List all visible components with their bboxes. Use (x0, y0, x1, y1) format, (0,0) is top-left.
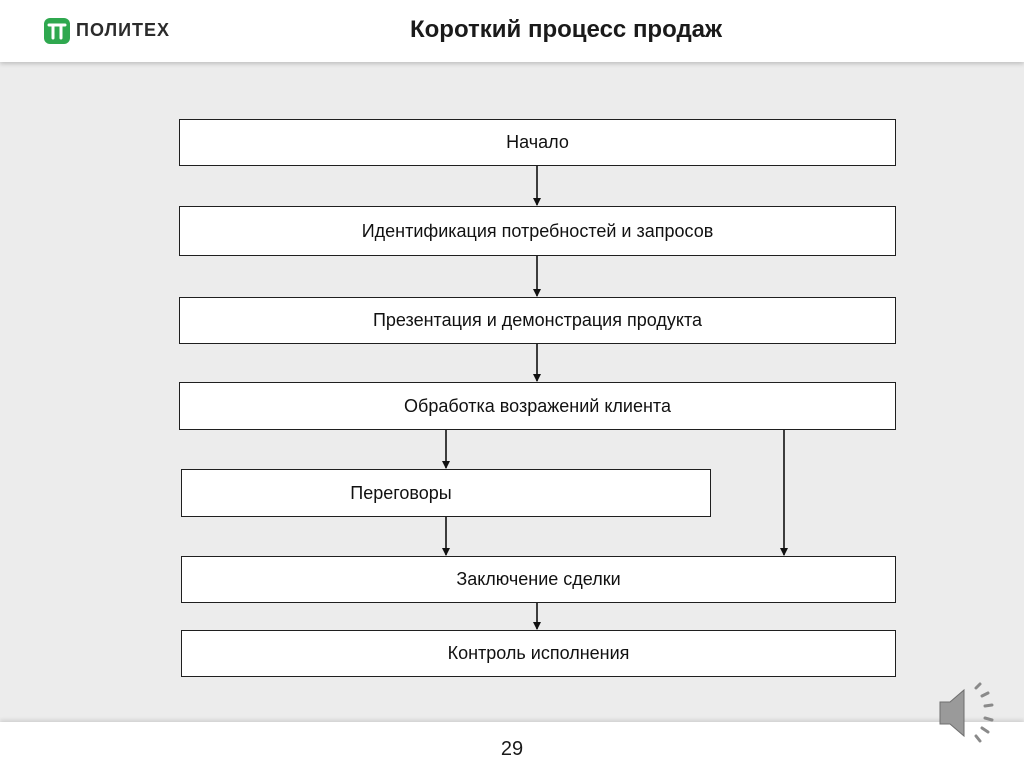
speaker-icon[interactable] (932, 678, 1002, 748)
step-label: Начало (506, 132, 569, 152)
step-presentation: Презентация и демонстрация продукта (179, 297, 896, 344)
step-execution-control: Контроль исполнения (181, 630, 896, 677)
step-needs-identification: Идентификация потребностей и запросов (179, 206, 896, 256)
page-number: 29 (500, 738, 524, 760)
step-label: Контроль исполнения (447, 643, 630, 663)
step-label: Заключение сделки (456, 569, 621, 589)
step-label: Презентация и демонстрация продукта (372, 310, 702, 330)
step-objection-handling: Обработка возражений клиента (179, 382, 896, 430)
slide-title: Короткий процесс продаж (410, 16, 723, 43)
step-closing-deal: Заключение сделки (181, 556, 896, 603)
step-start: Начало (179, 119, 896, 166)
step-negotiations: Переговоры (181, 469, 711, 517)
step-label: Идентификация потребностей и запросов (361, 220, 714, 241)
slide-footer (0, 722, 1024, 767)
politech-logo-icon (44, 18, 70, 44)
step-label: Обработка возражений клиента (404, 395, 671, 416)
step-label: Переговоры (350, 482, 452, 503)
logo-text: ПОЛИТЕХ (76, 20, 171, 40)
slide-header: ПОЛИТЕХ Короткий процесс продаж (0, 0, 1024, 62)
